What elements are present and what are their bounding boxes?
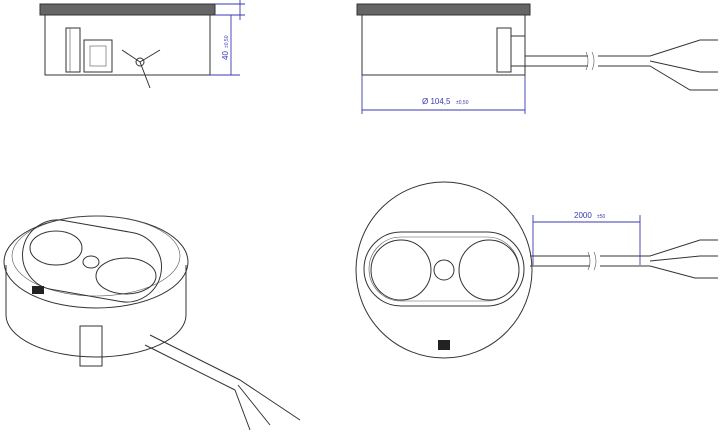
height-value: 40 [221,51,230,60]
socket-left [370,239,432,301]
housing [44,14,211,76]
cable-length-tolerance: ±50 [597,214,606,220]
side-view-left [39,3,216,89]
center-button [433,259,455,281]
terminal-connector [496,27,512,73]
height-tolerance: ±0,50 [224,35,230,48]
housing [361,14,526,76]
dimension-cable-length: 2000 ±50 [532,211,641,265]
terminal-connector [65,27,113,73]
terminal-connector [79,325,103,367]
logo [438,340,450,350]
isometric-view [3,215,301,431]
lid [39,3,216,16]
socket-right [458,239,520,301]
diameter-value: Ø 104,5 [422,97,451,106]
top-view [355,181,718,359]
diameter-tolerance: ±0,50 [456,100,469,106]
lid [356,3,531,16]
dimension-diameter: Ø 104,5 ±0,50 [361,75,526,114]
cable [530,239,718,279]
wire-ends [121,49,161,89]
dimension-height: 40 ±0,50 [210,0,245,76]
logo [32,286,44,294]
cable [525,39,718,91]
cable-length-value: 2000 [574,211,592,220]
side-view-right [356,3,718,91]
